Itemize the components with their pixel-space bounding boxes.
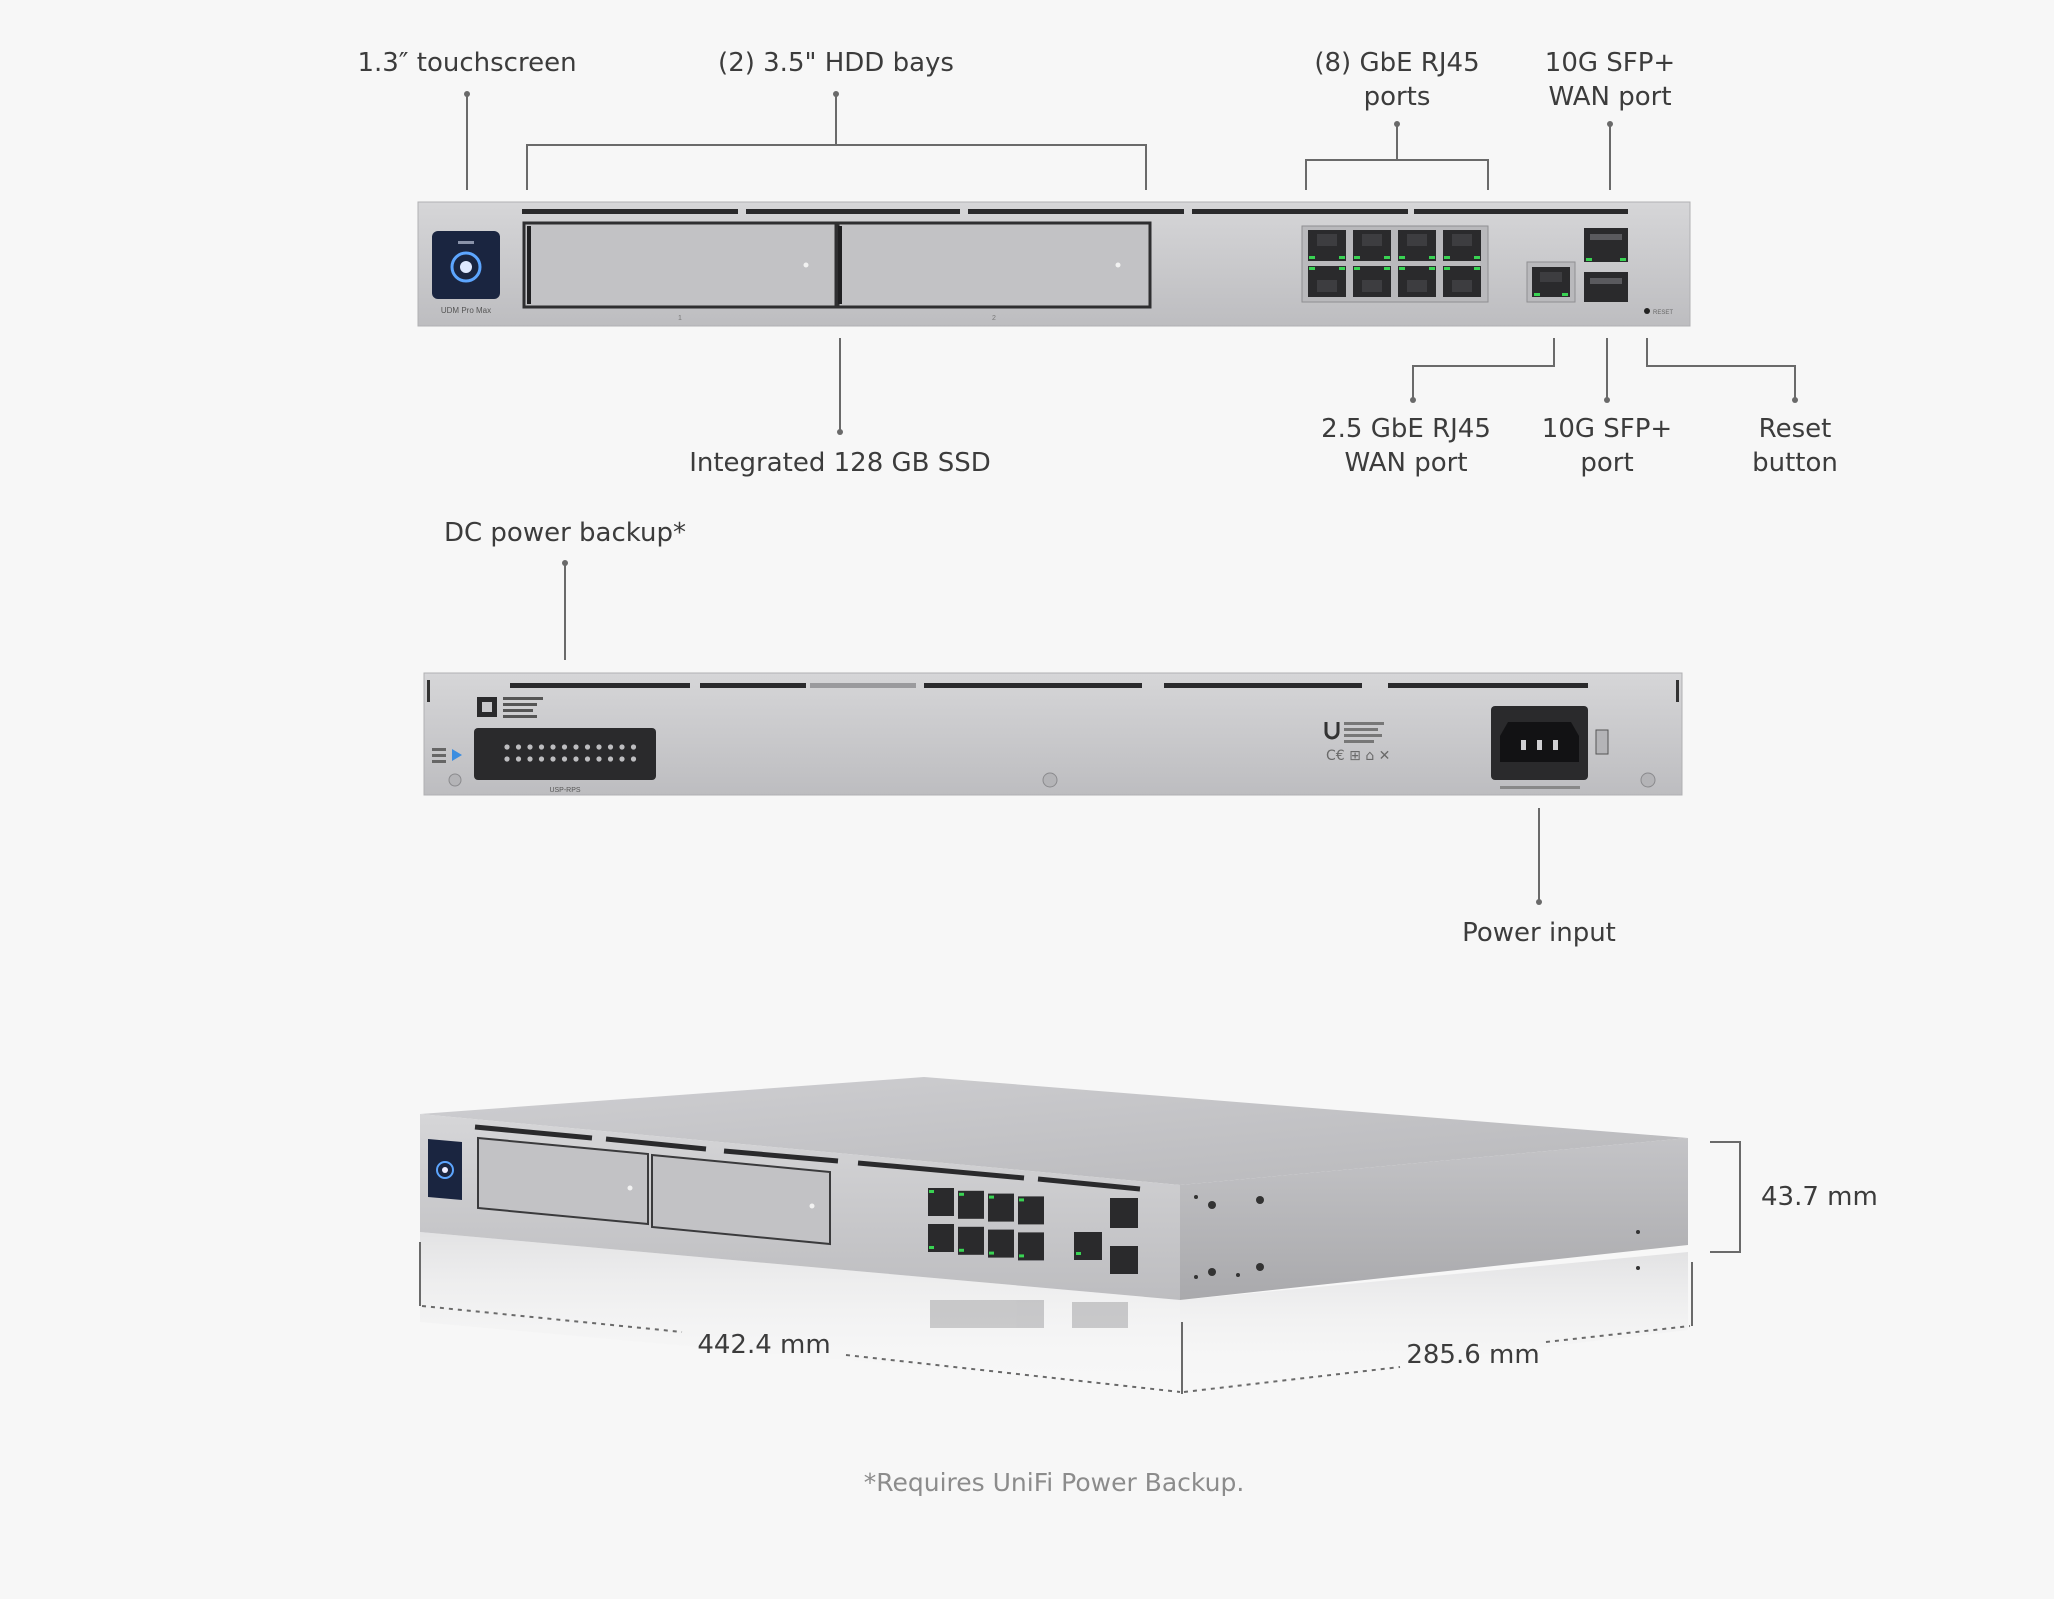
rear-screws — [448, 772, 1656, 788]
dc-pin — [584, 744, 591, 750]
rj45-port — [1443, 230, 1481, 261]
height-dimension-label: 43.7 mm — [1761, 1182, 1878, 1212]
ubiquiti-logo-icon — [1324, 722, 1340, 740]
front-model-text: UDM Pro Max — [441, 306, 491, 315]
footnote: *Requires UniFi Power Backup. — [863, 1468, 1245, 1497]
iso-rj45-port — [928, 1224, 954, 1252]
sfp-port-label: 10G SFP+ port — [1541, 414, 1673, 478]
svg-text:2: 2 — [992, 315, 996, 322]
iso-rj45-port — [988, 1229, 1014, 1258]
depth-dimension-label: 285.6 mm — [1406, 1340, 1540, 1370]
front-vents — [522, 209, 1628, 214]
dc-pin — [630, 744, 637, 750]
front-callout-lines — [466, 94, 1796, 432]
width-dimension-label: 442.4 mm — [697, 1330, 831, 1360]
dc-pin — [596, 756, 602, 762]
rj45-port — [1308, 230, 1346, 261]
reset-label: Reset button — [1752, 414, 1838, 478]
dimension-dashes — [421, 1305, 1691, 1393]
rear-callout-lines — [564, 563, 1540, 902]
power-switch — [1595, 729, 1609, 755]
sfp-ports — [1584, 228, 1628, 302]
rear-vents — [510, 683, 1588, 688]
isometric-view — [420, 1077, 1688, 1390]
dc-pin — [573, 756, 579, 762]
iso-side-screws — [1194, 1195, 1640, 1279]
iso-wan-port — [1074, 1232, 1102, 1260]
dc-pin — [561, 756, 568, 762]
dc-pin — [630, 756, 637, 762]
touchscreen-label: 1.3″ touchscreen — [357, 48, 577, 78]
dc-pin — [619, 756, 625, 762]
iso-rj45-port — [928, 1188, 954, 1216]
rj45-port — [1443, 266, 1481, 297]
dc-pin — [504, 756, 510, 762]
dc-pin — [584, 756, 591, 762]
dc-pin — [573, 744, 579, 750]
dimension-lines — [419, 1141, 1741, 1394]
iso-sfp-ports — [1110, 1198, 1138, 1228]
dc-pin — [515, 756, 522, 762]
dc-pin — [619, 744, 625, 750]
wan-25-label: 2.5 GbE RJ45 WAN port — [1321, 414, 1491, 478]
dc-pin — [561, 744, 568, 750]
sfp-wan-label: 10G SFP+ WAN port — [1544, 48, 1676, 112]
ssd-label: Integrated 128 GB SSD — [689, 448, 991, 478]
dc-pin — [504, 744, 510, 750]
compliance-marks: C€ ⊞ ⌂ ✕ — [1326, 748, 1390, 764]
svg-text:RESET: RESET — [1653, 310, 1673, 316]
touchscreen-ring-icon — [450, 251, 482, 283]
dc-power-connector — [474, 728, 656, 780]
dc-pin — [538, 744, 545, 750]
status-led-icon — [452, 749, 462, 761]
iso-rj45-port — [988, 1193, 1014, 1222]
reflection — [420, 1232, 1180, 1390]
rear-connector-text: USP-RPS — [549, 787, 580, 794]
dc-pin — [527, 744, 533, 750]
rj45-port — [1353, 266, 1391, 297]
iso-hdd-bay-2 — [651, 1153, 831, 1246]
dc-pin — [527, 756, 533, 762]
rear-view: USP-RPS C€ ⊞ ⌂ ✕ — [423, 672, 1683, 796]
hdd-bay-2: 2 — [836, 221, 1152, 322]
rj45-port — [1308, 266, 1346, 297]
iso-hdd-bay-1 — [477, 1136, 649, 1226]
iso-rj45-port — [1018, 1232, 1044, 1261]
dc-pin — [596, 744, 602, 750]
reset-pinhole — [1644, 308, 1650, 314]
rj45-port — [1398, 230, 1436, 261]
iso-rj45-ports — [928, 1188, 1044, 1261]
svg-text:1: 1 — [678, 315, 682, 322]
dc-pin — [607, 756, 614, 762]
dc-pin — [538, 756, 545, 762]
dc-pin — [515, 744, 522, 750]
iso-rj45-port — [958, 1190, 984, 1219]
device-side — [1180, 1138, 1688, 1300]
front-view: UDM Pro Max 1 2 — [417, 201, 1691, 327]
iso-rj45-port — [958, 1226, 984, 1255]
dc-power-label: DC power backup* — [443, 518, 687, 548]
power-input-label: Power input — [1462, 918, 1616, 948]
dc-pin — [550, 756, 556, 762]
iso-vents — [474, 1124, 1141, 1192]
hdd-bays-label: (2) 3.5" HDD bays — [718, 48, 954, 78]
rj45-port — [1398, 266, 1436, 297]
dc-pin — [607, 744, 614, 750]
rj45-port — [1353, 230, 1391, 261]
dc-pin — [550, 744, 556, 750]
device-top — [420, 1077, 1688, 1185]
wan-25-port — [1526, 261, 1576, 303]
dc-connector-pins — [504, 744, 637, 762]
iso-rj45-port — [1018, 1196, 1044, 1225]
gbe-ports-label: (8) GbE RJ45 ports — [1314, 48, 1480, 112]
rj45-ports — [1308, 230, 1481, 297]
hdd-bay-1: 1 — [522, 221, 838, 322]
